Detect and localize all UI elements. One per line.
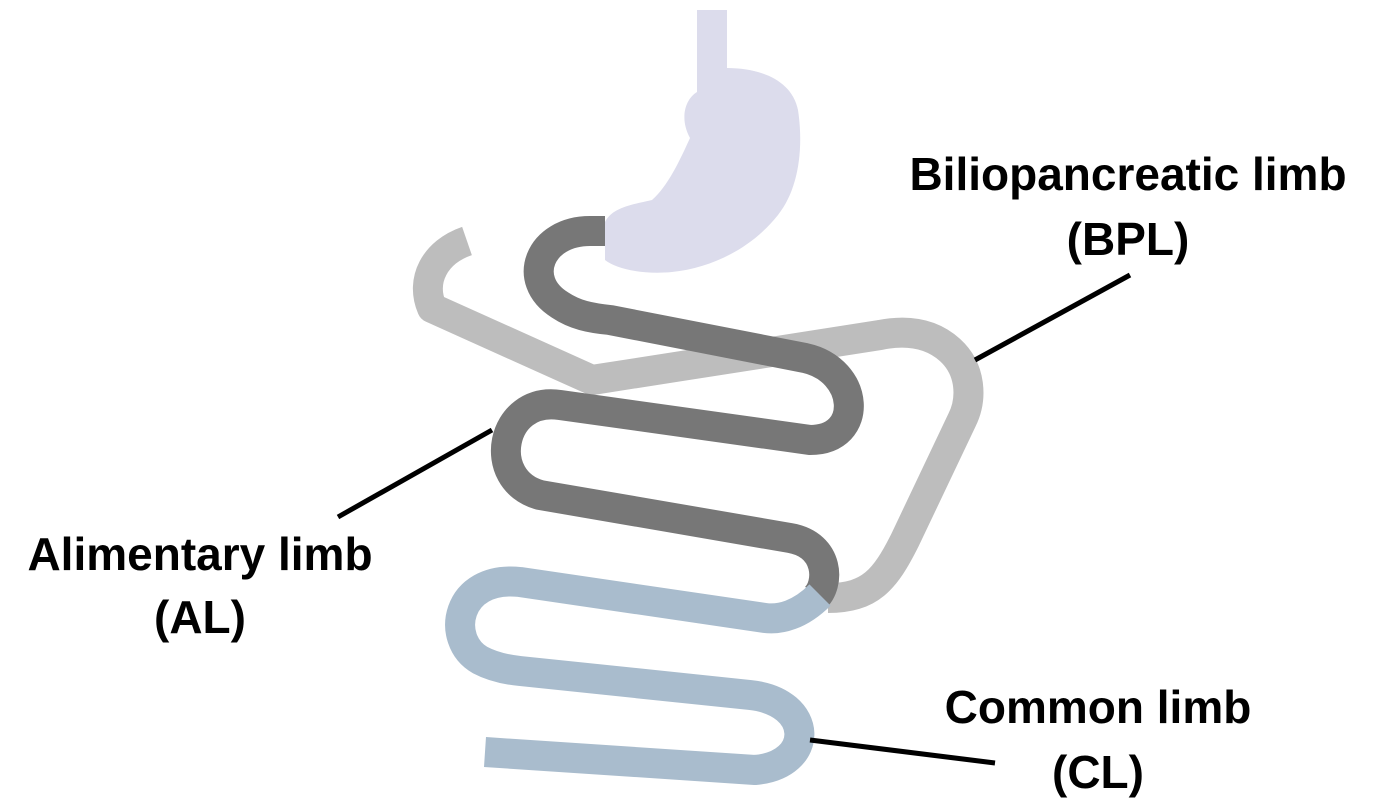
stomach bbox=[605, 10, 800, 273]
al-label-abbr: (AL) bbox=[154, 591, 246, 643]
alimentary-limb bbox=[506, 231, 849, 598]
al-leader-line bbox=[338, 430, 492, 517]
al-label-name: Alimentary limb bbox=[27, 528, 372, 580]
bpl-leader-line bbox=[975, 275, 1130, 360]
common-limb bbox=[460, 581, 820, 770]
cl-leader-line bbox=[810, 740, 995, 763]
cl-label-abbr: (CL) bbox=[1052, 746, 1144, 798]
cl-label-name: Common limb bbox=[945, 681, 1252, 733]
esophagus bbox=[697, 10, 727, 70]
bpl-label-abbr: (BPL) bbox=[1067, 213, 1190, 265]
bpl-label-name: Biliopancreatic limb bbox=[909, 148, 1346, 200]
stomach-body bbox=[605, 68, 800, 273]
